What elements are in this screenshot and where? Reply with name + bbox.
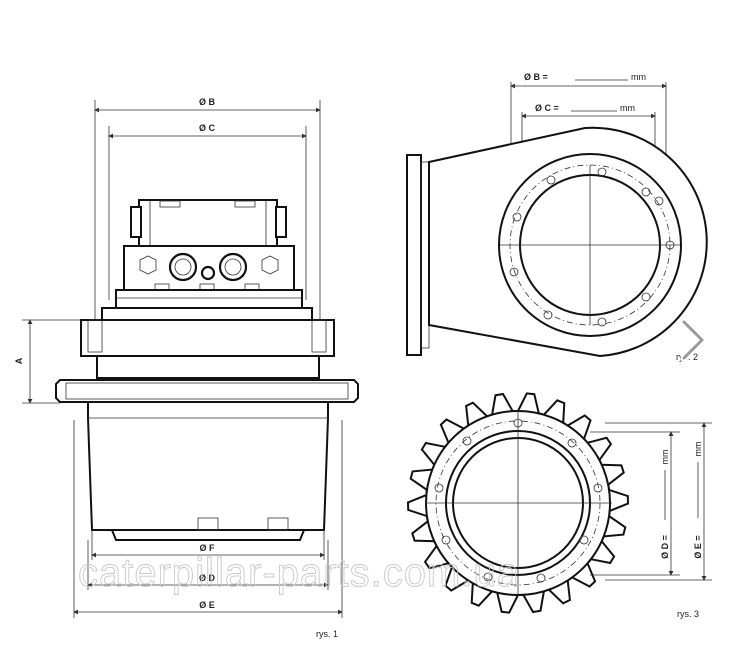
figure-3-sprocket: Ø D = mm Ø E = mm rys. 3 <box>406 392 712 619</box>
chevron-right-icon <box>680 318 706 362</box>
fig3-dim-e-label: Ø E = <box>693 535 703 558</box>
next-image-button[interactable] <box>676 318 710 362</box>
fig2-dim-c-unit: mm <box>620 103 635 113</box>
fig2-dim-b-label: Ø B = <box>524 72 548 82</box>
fig2-dim-c-label: Ø C = <box>535 103 559 113</box>
fig3-dim-d-unit: mm <box>660 450 670 465</box>
fig3-bolt-holes <box>434 418 603 583</box>
fig1-dim-c-label: Ø C <box>199 123 216 133</box>
fig1-dim-b-label: Ø B <box>199 97 216 107</box>
fig1-dim-e-label: Ø E <box>199 600 215 610</box>
figure-1-motor-side-view: Ø B Ø C A <box>14 97 359 639</box>
fig3-dim-e-unit: mm <box>693 442 703 457</box>
watermark-text: caterpillar-parts.com.ua <box>78 551 520 595</box>
fig3-dim-d-label: Ø D = <box>660 535 670 559</box>
fig1-dim-f-label: Ø F <box>200 543 216 553</box>
fig2-dim-b-unit: mm <box>631 72 646 82</box>
fig1-dim-d-label: Ø D <box>199 573 216 583</box>
fig1-caption: rys. 1 <box>316 629 338 639</box>
figure-2-flange-view: Ø B = mm Ø C = mm rys. 2 <box>406 72 708 362</box>
fig2-bolt-holes <box>509 167 675 327</box>
fig3-caption: rys. 3 <box>677 609 699 619</box>
fig1-dim-a-label: A <box>14 357 24 364</box>
